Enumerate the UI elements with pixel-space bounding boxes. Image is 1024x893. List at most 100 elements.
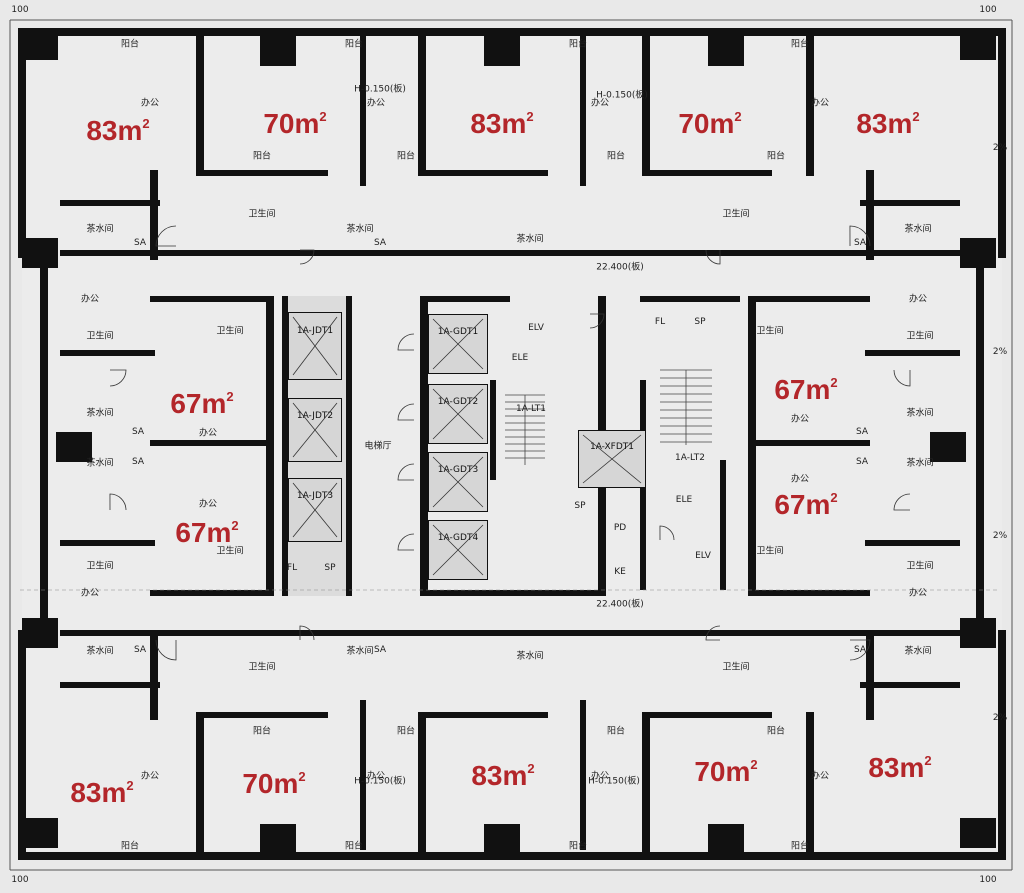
- tea-room-label: 茶水间: [904, 224, 932, 235]
- room-label: 办公: [908, 294, 928, 305]
- core-wall: [420, 296, 428, 596]
- column: [22, 618, 58, 648]
- elevator-cross: [292, 402, 338, 458]
- bathroom-label: 卫生间: [722, 662, 750, 673]
- sa-label: SA: [133, 645, 147, 655]
- door-swing: [109, 369, 127, 387]
- h-level-label: H-0.150(板): [354, 84, 406, 95]
- column: [960, 238, 996, 268]
- unit-area-label: 83m2: [471, 760, 535, 791]
- unit-area-label: 67m2: [774, 374, 838, 405]
- partition-wall: [60, 350, 155, 356]
- stair-label: 1A-LT1: [516, 404, 546, 414]
- door-swing: [397, 403, 415, 421]
- slope-label: 2%: [992, 713, 1008, 723]
- tea-room-label: 茶水间: [904, 646, 932, 657]
- partition-wall: [60, 682, 160, 688]
- partition-wall: [150, 440, 270, 446]
- elevator-hall-label: 电梯厅: [364, 441, 392, 452]
- bathroom-label: 卫生间: [86, 331, 114, 342]
- partition-wall: [750, 440, 870, 446]
- partition-wall: [60, 200, 160, 206]
- balcony-label: 阳台: [568, 39, 588, 50]
- partition-wall: [198, 170, 328, 176]
- bathroom-label: 卫生间: [756, 326, 784, 337]
- partition-wall: [150, 630, 158, 720]
- unit-area-label: 83m2: [856, 108, 920, 139]
- tea-room-label: 茶水间: [516, 651, 544, 662]
- door-swing: [589, 313, 605, 329]
- balcony-label: 阳台: [252, 726, 272, 737]
- partition-wall: [748, 296, 756, 596]
- partition-wall: [150, 296, 270, 302]
- column: [56, 432, 92, 462]
- core-wall: [490, 380, 496, 480]
- tea-room-label: 茶水间: [346, 646, 374, 657]
- door-swing: [893, 369, 911, 387]
- door-swing: [705, 625, 721, 641]
- bathroom-label: 卫生间: [906, 561, 934, 572]
- tea-room-label: 茶水间: [906, 458, 934, 469]
- dimension-label: 100: [979, 875, 997, 885]
- tea-room-label: 茶水间: [86, 646, 114, 657]
- elevator-jdt1: 1A-JDT1: [288, 312, 342, 380]
- slope-label: 2%: [992, 347, 1008, 357]
- elevator-jdt3: 1A-JDT3: [288, 478, 342, 542]
- elevator-cross: [582, 434, 642, 484]
- door-swing: [397, 463, 415, 481]
- partition-wall: [418, 170, 548, 176]
- elevator-jdt2: 1A-JDT2: [288, 398, 342, 462]
- partition-wall: [860, 200, 960, 206]
- balcony-label: 阳台: [606, 726, 626, 737]
- room-label: 办公: [810, 771, 830, 782]
- tea-room-label: 茶水间: [86, 224, 114, 235]
- bathroom-label: 卫生间: [722, 209, 750, 220]
- partition-wall: [865, 540, 960, 546]
- exterior-wall: [998, 630, 1006, 860]
- unit-area-label: 67m2: [170, 388, 234, 419]
- elevator-gdt3: 1A-GDT3: [428, 452, 488, 512]
- column: [22, 238, 58, 268]
- sa-label: SA: [853, 238, 867, 248]
- partition-wall: [750, 296, 870, 302]
- bathroom-label: 卫生间: [756, 546, 784, 557]
- elevator-id: 1A-JDT1: [296, 326, 334, 337]
- balcony-label: 阳台: [396, 151, 416, 162]
- partition-wall: [266, 296, 274, 596]
- partition-wall: [418, 712, 424, 852]
- elevator-id: 1A-JDT2: [296, 411, 334, 422]
- column: [484, 36, 520, 66]
- balcony-label: 阳台: [568, 841, 588, 852]
- room-label: 办公: [790, 414, 810, 425]
- unit-area-label: 67m2: [774, 489, 838, 520]
- column: [484, 824, 520, 854]
- bathroom-label: 卫生间: [216, 326, 244, 337]
- elevator-gdt2: 1A-GDT2: [428, 384, 488, 444]
- partition-wall: [418, 36, 424, 176]
- unit-area-label: 70m2: [263, 108, 327, 139]
- core-wall: [720, 460, 726, 590]
- elevator-id: 1A-JDT3: [296, 491, 334, 502]
- sa-label: SA: [855, 427, 869, 437]
- door-swing: [850, 639, 871, 661]
- elv-label: ELV: [695, 551, 711, 561]
- tea-room-label: 茶水间: [86, 458, 114, 469]
- column: [708, 824, 744, 854]
- door-swing: [109, 493, 127, 511]
- partition-wall: [750, 590, 870, 596]
- balcony-label: 阳台: [344, 841, 364, 852]
- partition-wall: [150, 170, 158, 260]
- sa-label: SA: [373, 645, 387, 655]
- elevator-id: 1A-GDT4: [437, 532, 479, 543]
- ele-label: ELE: [675, 495, 693, 505]
- column: [260, 36, 296, 66]
- dimension-label: 100: [11, 5, 29, 15]
- core-wall: [346, 296, 352, 596]
- balcony-label: 阳台: [396, 726, 416, 737]
- partition-wall: [866, 170, 874, 260]
- elevator-cross: [292, 482, 338, 538]
- slope-label: 2%: [992, 531, 1008, 541]
- partition-wall: [60, 540, 155, 546]
